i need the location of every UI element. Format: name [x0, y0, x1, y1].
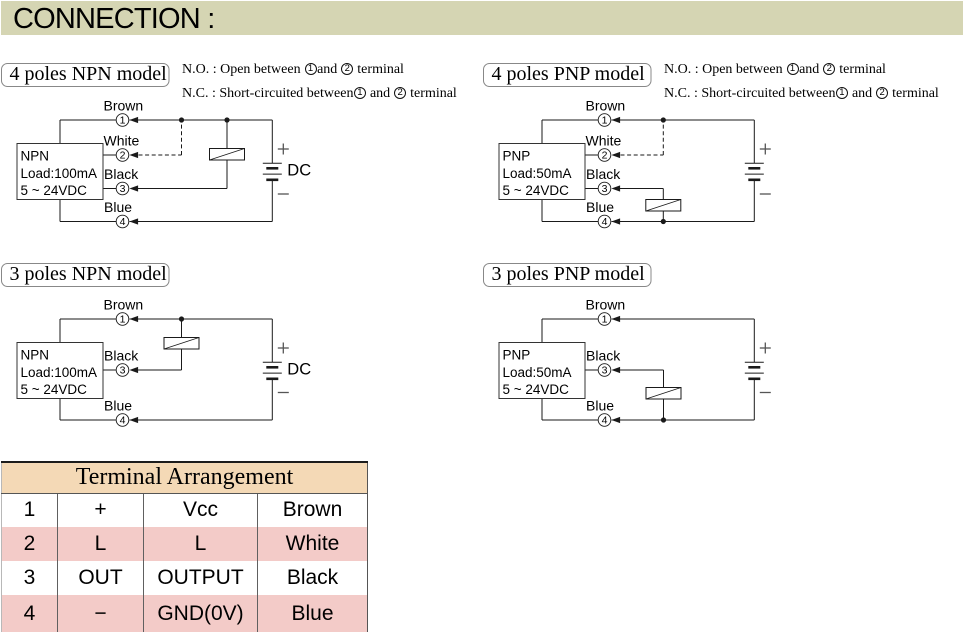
svg-text:2: 2 — [120, 150, 126, 162]
svg-text:Blue: Blue — [104, 199, 132, 215]
svg-text:NPN: NPN — [21, 149, 50, 164]
svg-text:Brown: Brown — [104, 98, 144, 114]
svg-text:3 poles NPN model: 3 poles NPN model — [10, 263, 168, 285]
svg-text:4 poles PNP model: 4 poles PNP model — [492, 63, 646, 85]
svg-text:5 ~ 24VDC: 5 ~ 24VDC — [21, 382, 88, 397]
svg-text:Brown: Brown — [104, 297, 144, 313]
svg-text:Load:100mA: Load:100mA — [21, 365, 98, 380]
svg-text:Load:100mA: Load:100mA — [21, 166, 98, 181]
svg-text:Black: Black — [104, 348, 139, 364]
svg-text:3: 3 — [602, 365, 608, 377]
svg-text:5 ~ 24VDC: 5 ~ 24VDC — [503, 382, 570, 397]
svg-text:Black: Black — [104, 166, 139, 182]
svg-text:1: 1 — [602, 314, 608, 326]
svg-text:Blue: Blue — [104, 398, 132, 414]
svg-text:1: 1 — [120, 314, 126, 326]
svg-text:4: 4 — [120, 415, 126, 427]
svg-text:White: White — [586, 133, 622, 149]
svg-text:3: 3 — [120, 183, 126, 195]
svg-text:Load:50mA: Load:50mA — [503, 166, 572, 181]
svg-text:Black: Black — [586, 348, 621, 364]
svg-text:DC: DC — [287, 361, 311, 379]
svg-text:3: 3 — [120, 365, 126, 377]
svg-text:Blue: Blue — [586, 398, 614, 414]
svg-text:4 poles NPN model: 4 poles NPN model — [10, 63, 168, 85]
svg-text:NPN: NPN — [21, 348, 50, 363]
svg-text:1: 1 — [602, 115, 608, 127]
svg-text:2: 2 — [602, 150, 608, 162]
svg-text:Load:50mA: Load:50mA — [503, 365, 572, 380]
svg-text:4: 4 — [120, 216, 126, 228]
svg-text:Black: Black — [586, 166, 621, 182]
svg-text:5 ~ 24VDC: 5 ~ 24VDC — [503, 183, 570, 198]
svg-text:4: 4 — [602, 216, 608, 228]
svg-text:PNP: PNP — [503, 348, 531, 363]
svg-text:3: 3 — [602, 183, 608, 195]
svg-text:Brown: Brown — [586, 297, 626, 313]
svg-text:4: 4 — [602, 415, 608, 427]
svg-text:3 poles PNP model: 3 poles PNP model — [492, 263, 646, 285]
svg-text:1: 1 — [120, 115, 126, 127]
svg-text:White: White — [104, 133, 140, 149]
svg-text:5 ~ 24VDC: 5 ~ 24VDC — [21, 183, 88, 198]
svg-text:Brown: Brown — [586, 98, 626, 114]
svg-text:PNP: PNP — [503, 149, 531, 164]
svg-text:Blue: Blue — [586, 199, 614, 215]
svg-text:DC: DC — [287, 162, 311, 180]
